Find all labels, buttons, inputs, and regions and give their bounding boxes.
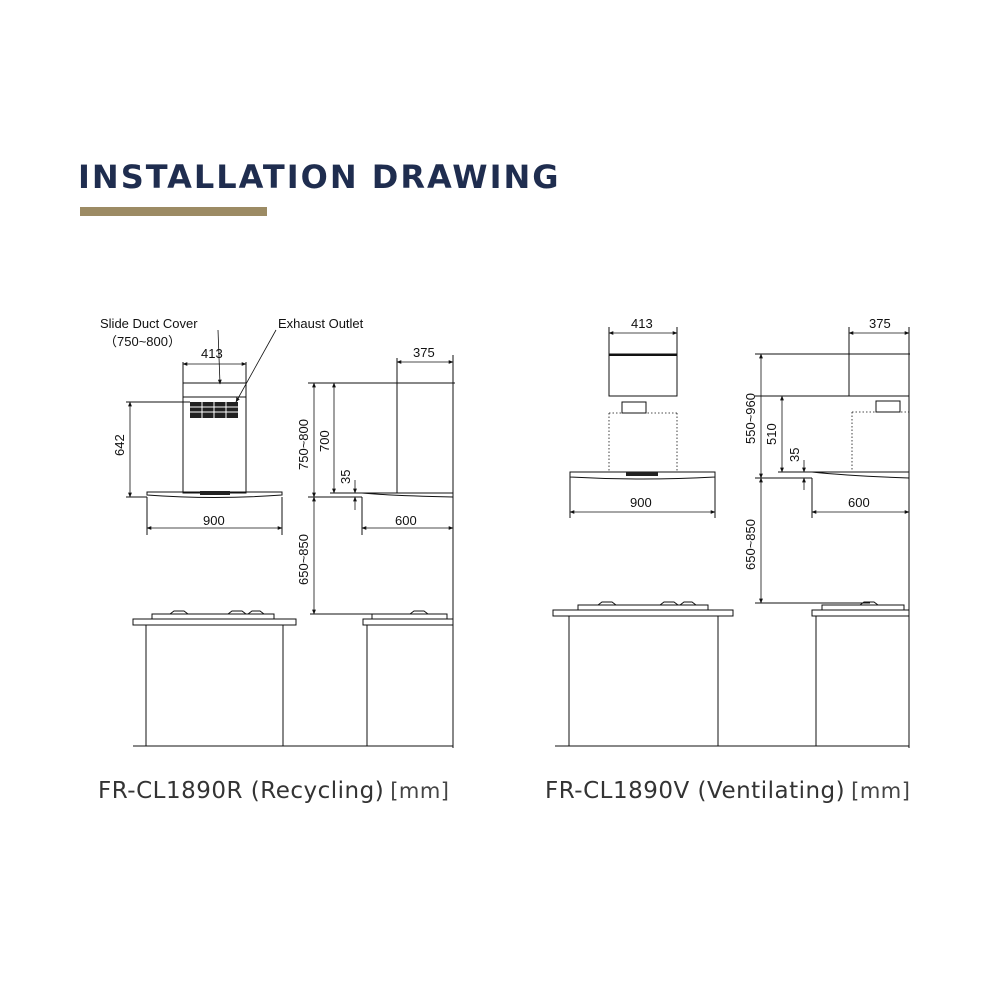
label-exhaust-outlet: Exhaust Outlet [278, 316, 364, 331]
left-exhaust-grille [190, 402, 238, 418]
dim-right-375: 375 [869, 316, 891, 331]
right-front-view [569, 327, 716, 518]
dim-left-600: 600 [395, 513, 417, 528]
dim-right-600: 600 [848, 495, 870, 510]
dim-right-35: 35 [787, 448, 802, 462]
label-slide-duct-cover: Slide Duct Cover [100, 316, 198, 331]
dim-right-413: 413 [631, 316, 653, 331]
right-unit-label: [mm] [851, 779, 911, 803]
left-hood-glass [146, 491, 283, 498]
dim-right-550-960: 550~960 [743, 393, 758, 444]
dim-left-750-800: 750~800 [296, 419, 311, 470]
dim-left-35: 35 [338, 470, 353, 484]
dim-left-650-850: 650~850 [296, 534, 311, 585]
dim-left-700: 700 [317, 430, 332, 452]
dim-left-375: 375 [413, 345, 435, 360]
right-side-view [755, 327, 910, 748]
title-underline [80, 207, 267, 216]
right-counter [552, 601, 910, 747]
left-front-view [126, 329, 283, 535]
left-caption: FR-CL1890R (Recycling)[mm] [98, 778, 450, 804]
page-title: INSTALLATION DRAWING [78, 158, 561, 196]
left-chimney [182, 382, 247, 494]
left-model-label: FR-CL1890R (Recycling) [98, 778, 385, 804]
right-caption: FR-CL1890V (Ventilating)[mm] [545, 778, 910, 804]
dim-right-900: 900 [630, 495, 652, 510]
dim-right-510: 510 [764, 423, 779, 445]
dim-left-413: 413 [201, 346, 223, 361]
dim-right-650-850: 650~850 [743, 519, 758, 570]
label-slide-duct-range: （750~800） [104, 334, 181, 349]
dim-left-900: 900 [203, 513, 225, 528]
left-side-view [308, 355, 455, 748]
dim-left-642: 642 [112, 434, 127, 456]
left-unit-label: [mm] [390, 779, 450, 803]
right-model-label: FR-CL1890V (Ventilating) [545, 778, 846, 804]
left-counter [132, 610, 454, 747]
